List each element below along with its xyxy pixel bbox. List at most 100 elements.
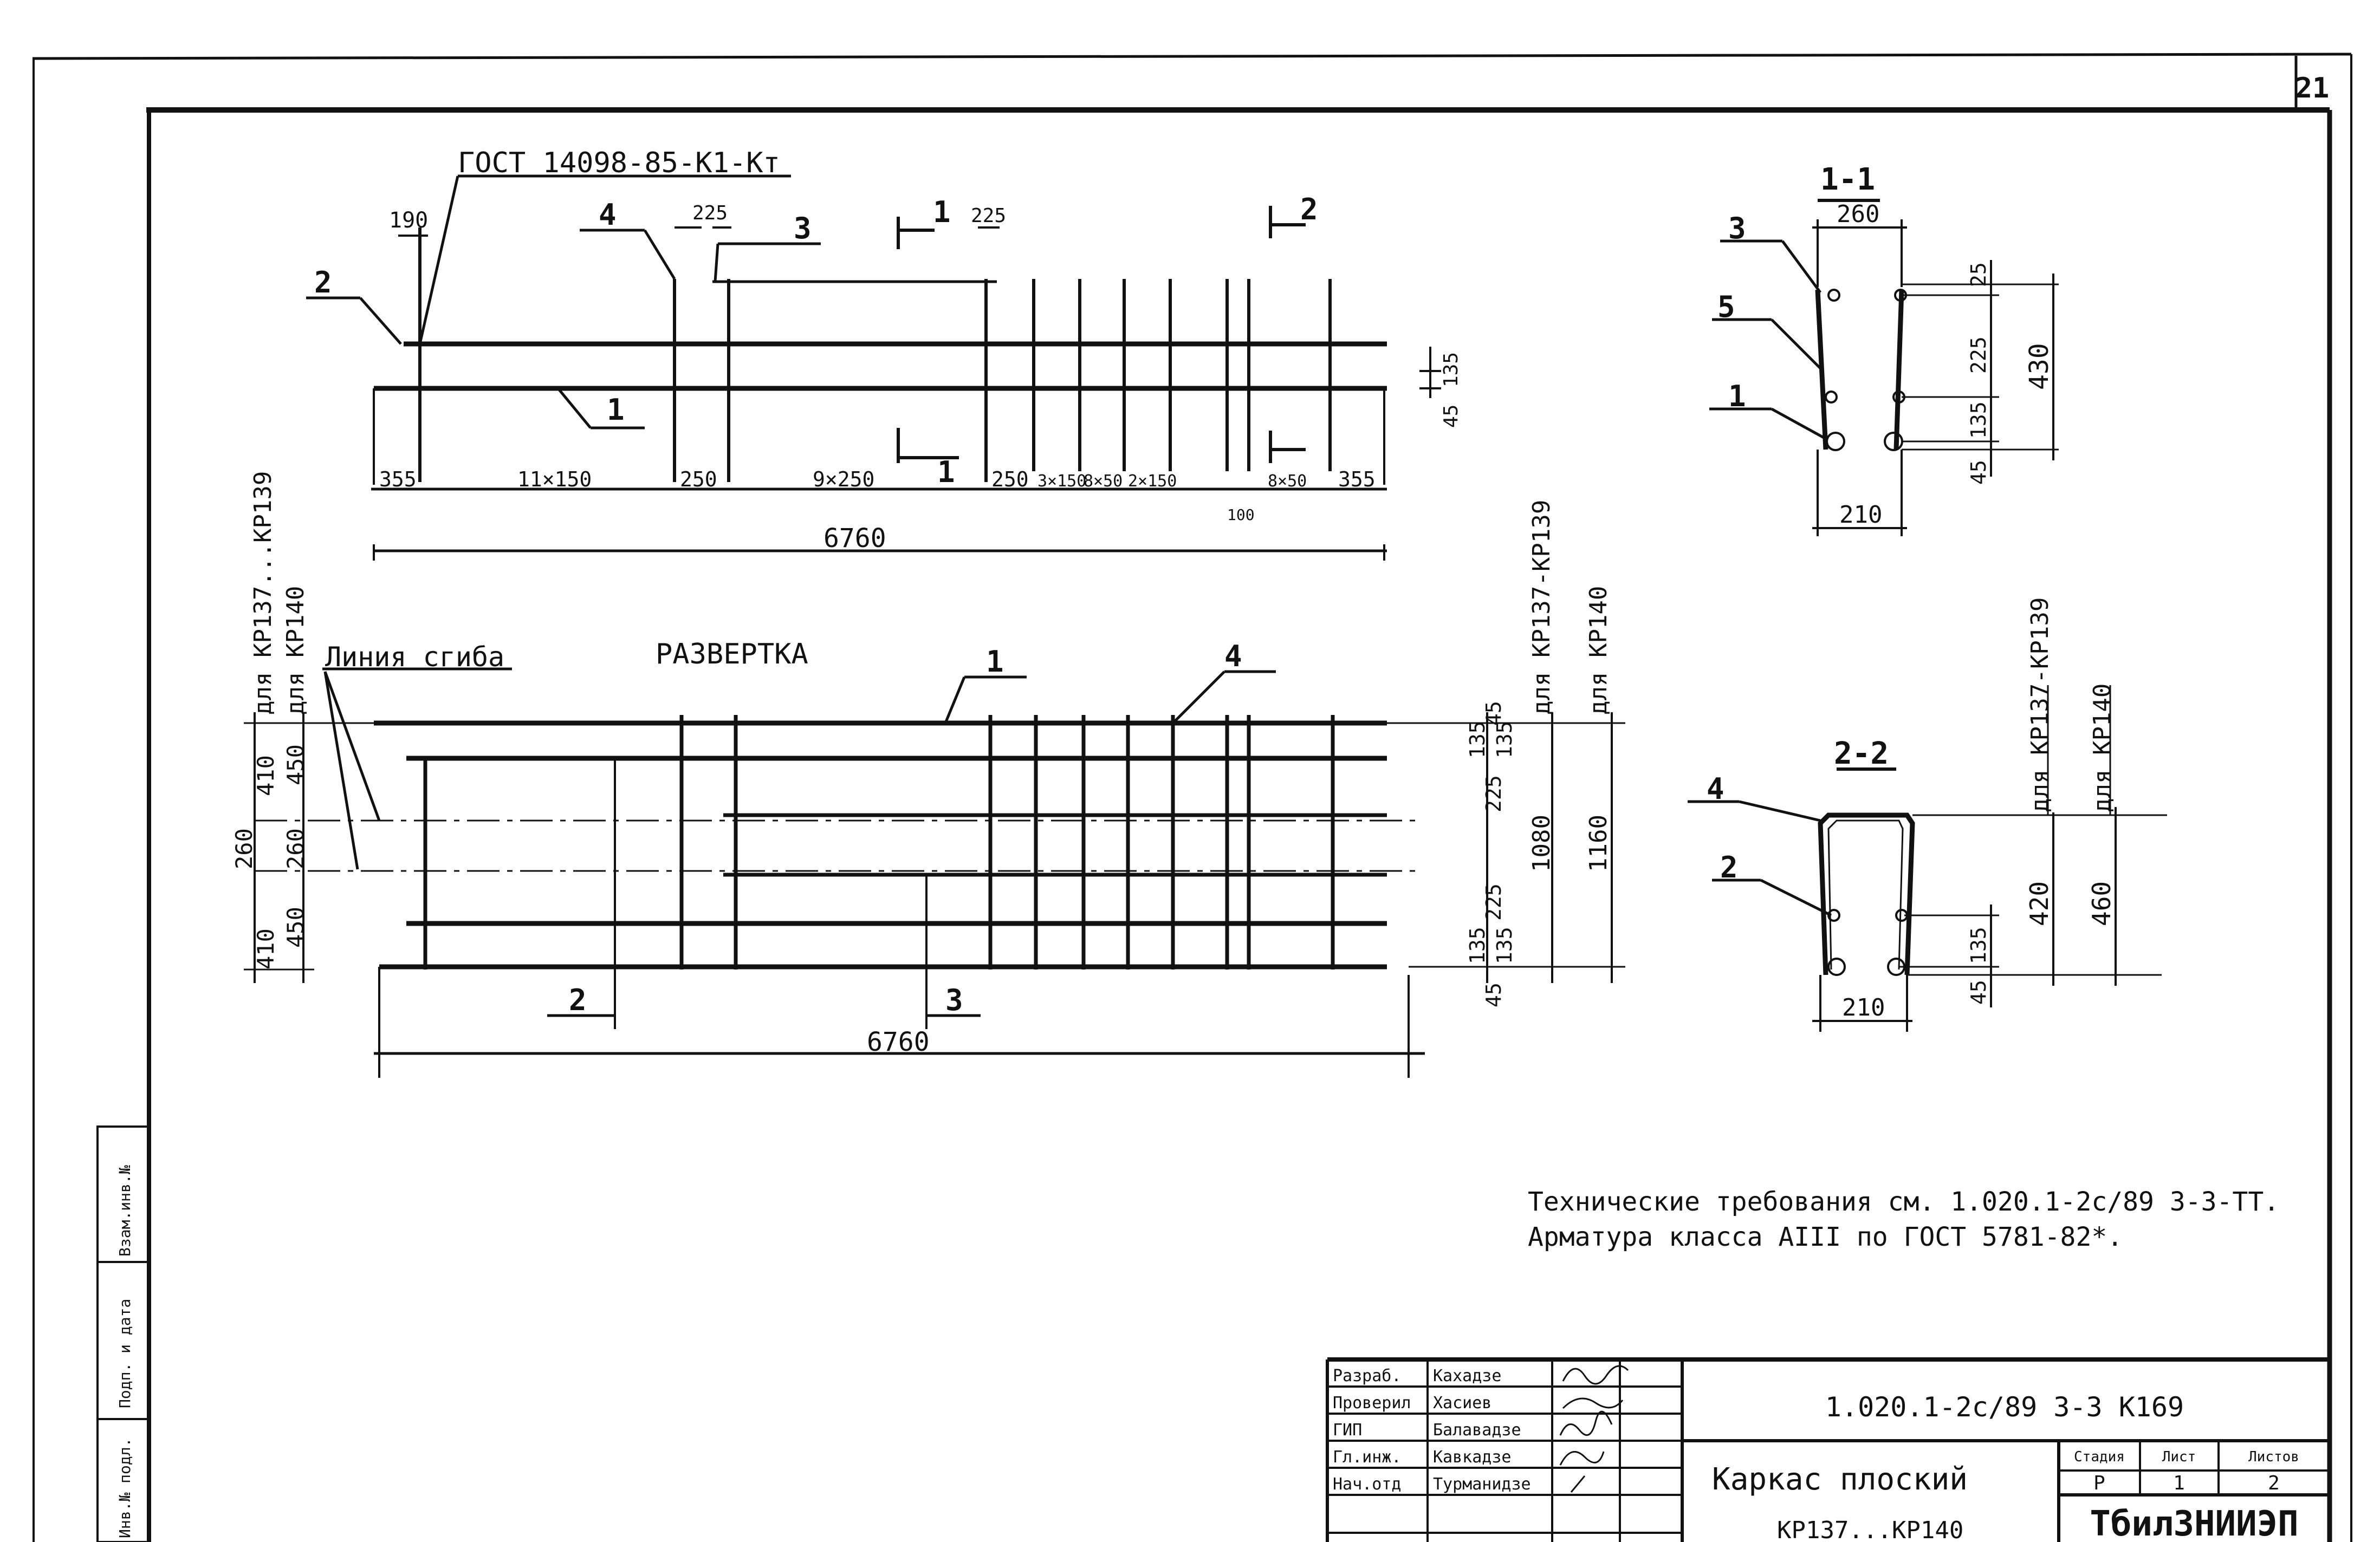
svg-text:Балавадзе: Балавадзе — [1433, 1421, 1521, 1440]
side-strip-label-2: Подп. и дата — [116, 1299, 134, 1408]
section-2-2-width-bottom: 210 — [1842, 994, 1885, 1022]
development-leaders — [322, 667, 1276, 1017]
elevation-leaders — [306, 174, 821, 430]
svg-text:135: 135 — [1967, 401, 1990, 439]
svg-text:355: 355 — [379, 467, 417, 491]
development-callout-2: 2 — [569, 983, 587, 1017]
development-callout-3: 3 — [945, 983, 963, 1017]
section-mark-1-bottom: 1 — [937, 455, 955, 489]
section-1-1-callout-1: 1 — [1728, 379, 1746, 413]
dev-left-label-2: для КР140 — [282, 586, 309, 715]
section-mark-1-top: 1 — [933, 195, 951, 229]
svg-text:355: 355 — [1338, 467, 1376, 491]
stamp-signatures — [1559, 1365, 1629, 1493]
svg-text:100: 100 — [1227, 506, 1255, 524]
svg-text:45: 45 — [1482, 701, 1506, 726]
stamp-title-2: КР137...КР140 — [1777, 1517, 1963, 1542]
section-2-2-total-460: 460 — [2087, 881, 2116, 926]
svg-text:9×250: 9×250 — [813, 467, 874, 491]
section-2-2 — [1812, 685, 2167, 1032]
svg-text:Кавкадзе: Кавкадзе — [1433, 1448, 1512, 1467]
stamp-sheet: 1 — [2173, 1472, 2185, 1494]
dev-right-total-2: 1160 — [1585, 815, 1612, 872]
svg-text:225: 225 — [1482, 883, 1506, 921]
svg-text:225: 225 — [1967, 336, 1990, 374]
elevation-callout-3: 3 — [794, 211, 812, 245]
section-2-2-callout-2: 2 — [1720, 850, 1738, 884]
svg-text:8×50: 8×50 — [1268, 472, 1307, 491]
dev-left-label-1: для КР137...КР139 — [249, 471, 277, 715]
development-stirrups — [423, 715, 1335, 970]
section-2-2-label-1: для КР137-КР139 — [2026, 597, 2054, 812]
section-2-2-title: 2-2 — [1834, 736, 1889, 771]
elevation-bottom-dims: 355 11×150 250 9×250 250 3×150 8×50 2×15… — [379, 467, 1376, 524]
svg-text:410: 410 — [252, 755, 279, 796]
section-1-1-leaders — [1709, 239, 1827, 440]
stamp-sheets: 2 — [2268, 1472, 2280, 1494]
sheet-number: 21 — [2295, 72, 2330, 105]
section-2-2-leaders — [1688, 800, 1832, 917]
gost-label: ГОСТ 14098-85-К1-Кт — [458, 147, 780, 179]
stamp-sheets-header: Листов — [2248, 1449, 2299, 1465]
svg-text:260: 260 — [231, 828, 257, 869]
dev-left-dims: 410 450 260 260 410 450 — [231, 744, 309, 970]
section-1-1 — [1812, 199, 2059, 536]
svg-text:225: 225 — [1482, 775, 1506, 812]
elevation-dim-190: 190 — [389, 208, 428, 233]
svg-text:Проверил: Проверил — [1333, 1394, 1411, 1413]
section-1-1-callout-3: 3 — [1728, 211, 1746, 245]
development-callout-1: 1 — [986, 645, 1004, 679]
bend-line-label: Линия сгиба — [325, 641, 504, 673]
svg-text:260: 260 — [282, 828, 309, 869]
svg-text:135: 135 — [1465, 721, 1489, 758]
stamp-organization: ТбилЗНИИЭП — [2090, 1504, 2298, 1542]
elevation-dim-225b: 225 — [971, 205, 1006, 227]
side-strip-label-3: Инв.№ подл. — [116, 1438, 134, 1538]
stamp-names: Кахадзе Хасиев Балавадзе Кавкадзе Турман… — [1433, 1367, 1531, 1494]
section-2-2-dim-45: 45 — [1967, 980, 1990, 1005]
stamp-stage-header: Стадия — [2074, 1449, 2125, 1465]
svg-text:ГИП: ГИП — [1333, 1421, 1362, 1440]
svg-text:Турманидзе: Турманидзе — [1433, 1475, 1531, 1494]
section-1-1-right-dims: 25 225 135 45 — [1967, 262, 1990, 485]
development-callout-4: 4 — [1224, 639, 1242, 673]
side-strip-label-1: Взам.инв.№ — [116, 1165, 134, 1257]
elevation-callout-1: 1 — [607, 393, 625, 427]
stamp-roles: Разраб. Проверил ГИП Гл.инж. Нач.отд — [1333, 1367, 1411, 1494]
svg-text:25: 25 — [1967, 262, 1990, 287]
section-2-2-callout-4: 4 — [1707, 772, 1724, 806]
svg-text:Гл.инж.: Гл.инж. — [1333, 1448, 1401, 1467]
svg-text:Хасиев: Хасиев — [1433, 1394, 1491, 1413]
stamp-sheet-header: Лист — [2162, 1449, 2196, 1465]
svg-text:45: 45 — [1967, 460, 1990, 485]
section-1-1-width-bottom: 210 — [1839, 501, 1882, 529]
section-2-2-total-420: 420 — [2025, 881, 2054, 926]
sheet-frame — [32, 53, 2352, 1542]
svg-text:250: 250 — [680, 467, 717, 491]
development-view — [244, 712, 1625, 1078]
svg-text:Кахадзе: Кахадзе — [1433, 1367, 1501, 1385]
svg-text:135: 135 — [1493, 721, 1516, 758]
section-1-1-title: 1-1 — [1820, 162, 1875, 197]
svg-text:135: 135 — [1493, 927, 1516, 964]
elevation-dim-45: 45 — [1440, 405, 1462, 428]
note-line-2: Арматура класса АIII по ГОСТ 5781-82*. — [1528, 1222, 2123, 1252]
dev-right-label-2: для КР140 — [1585, 586, 1612, 715]
section-2-2-dim-135: 135 — [1967, 927, 1990, 964]
stamp-title-1: Каркас плоский — [1712, 1462, 1968, 1497]
svg-text:450: 450 — [282, 907, 309, 948]
section-1-1-total: 430 — [2024, 343, 2054, 390]
section-mark-2-top: 2 — [1300, 192, 1318, 226]
elevation-stirrups — [418, 227, 1332, 482]
svg-text:8×50: 8×50 — [1084, 472, 1123, 491]
elevation-dim-135: 135 — [1440, 352, 1462, 387]
elevation-view — [371, 226, 1441, 561]
svg-text:Разраб.: Разраб. — [1333, 1367, 1401, 1385]
elevation-callout-2: 2 — [314, 265, 332, 300]
section-1-1-width-top: 260 — [1837, 200, 1879, 228]
note-line-1: Технические требования см. 1.020.1-2с/89… — [1528, 1187, 2279, 1217]
svg-text:410: 410 — [252, 928, 279, 970]
svg-text:2×150: 2×150 — [1128, 472, 1177, 491]
dev-right-total-1: 1080 — [1528, 815, 1555, 872]
